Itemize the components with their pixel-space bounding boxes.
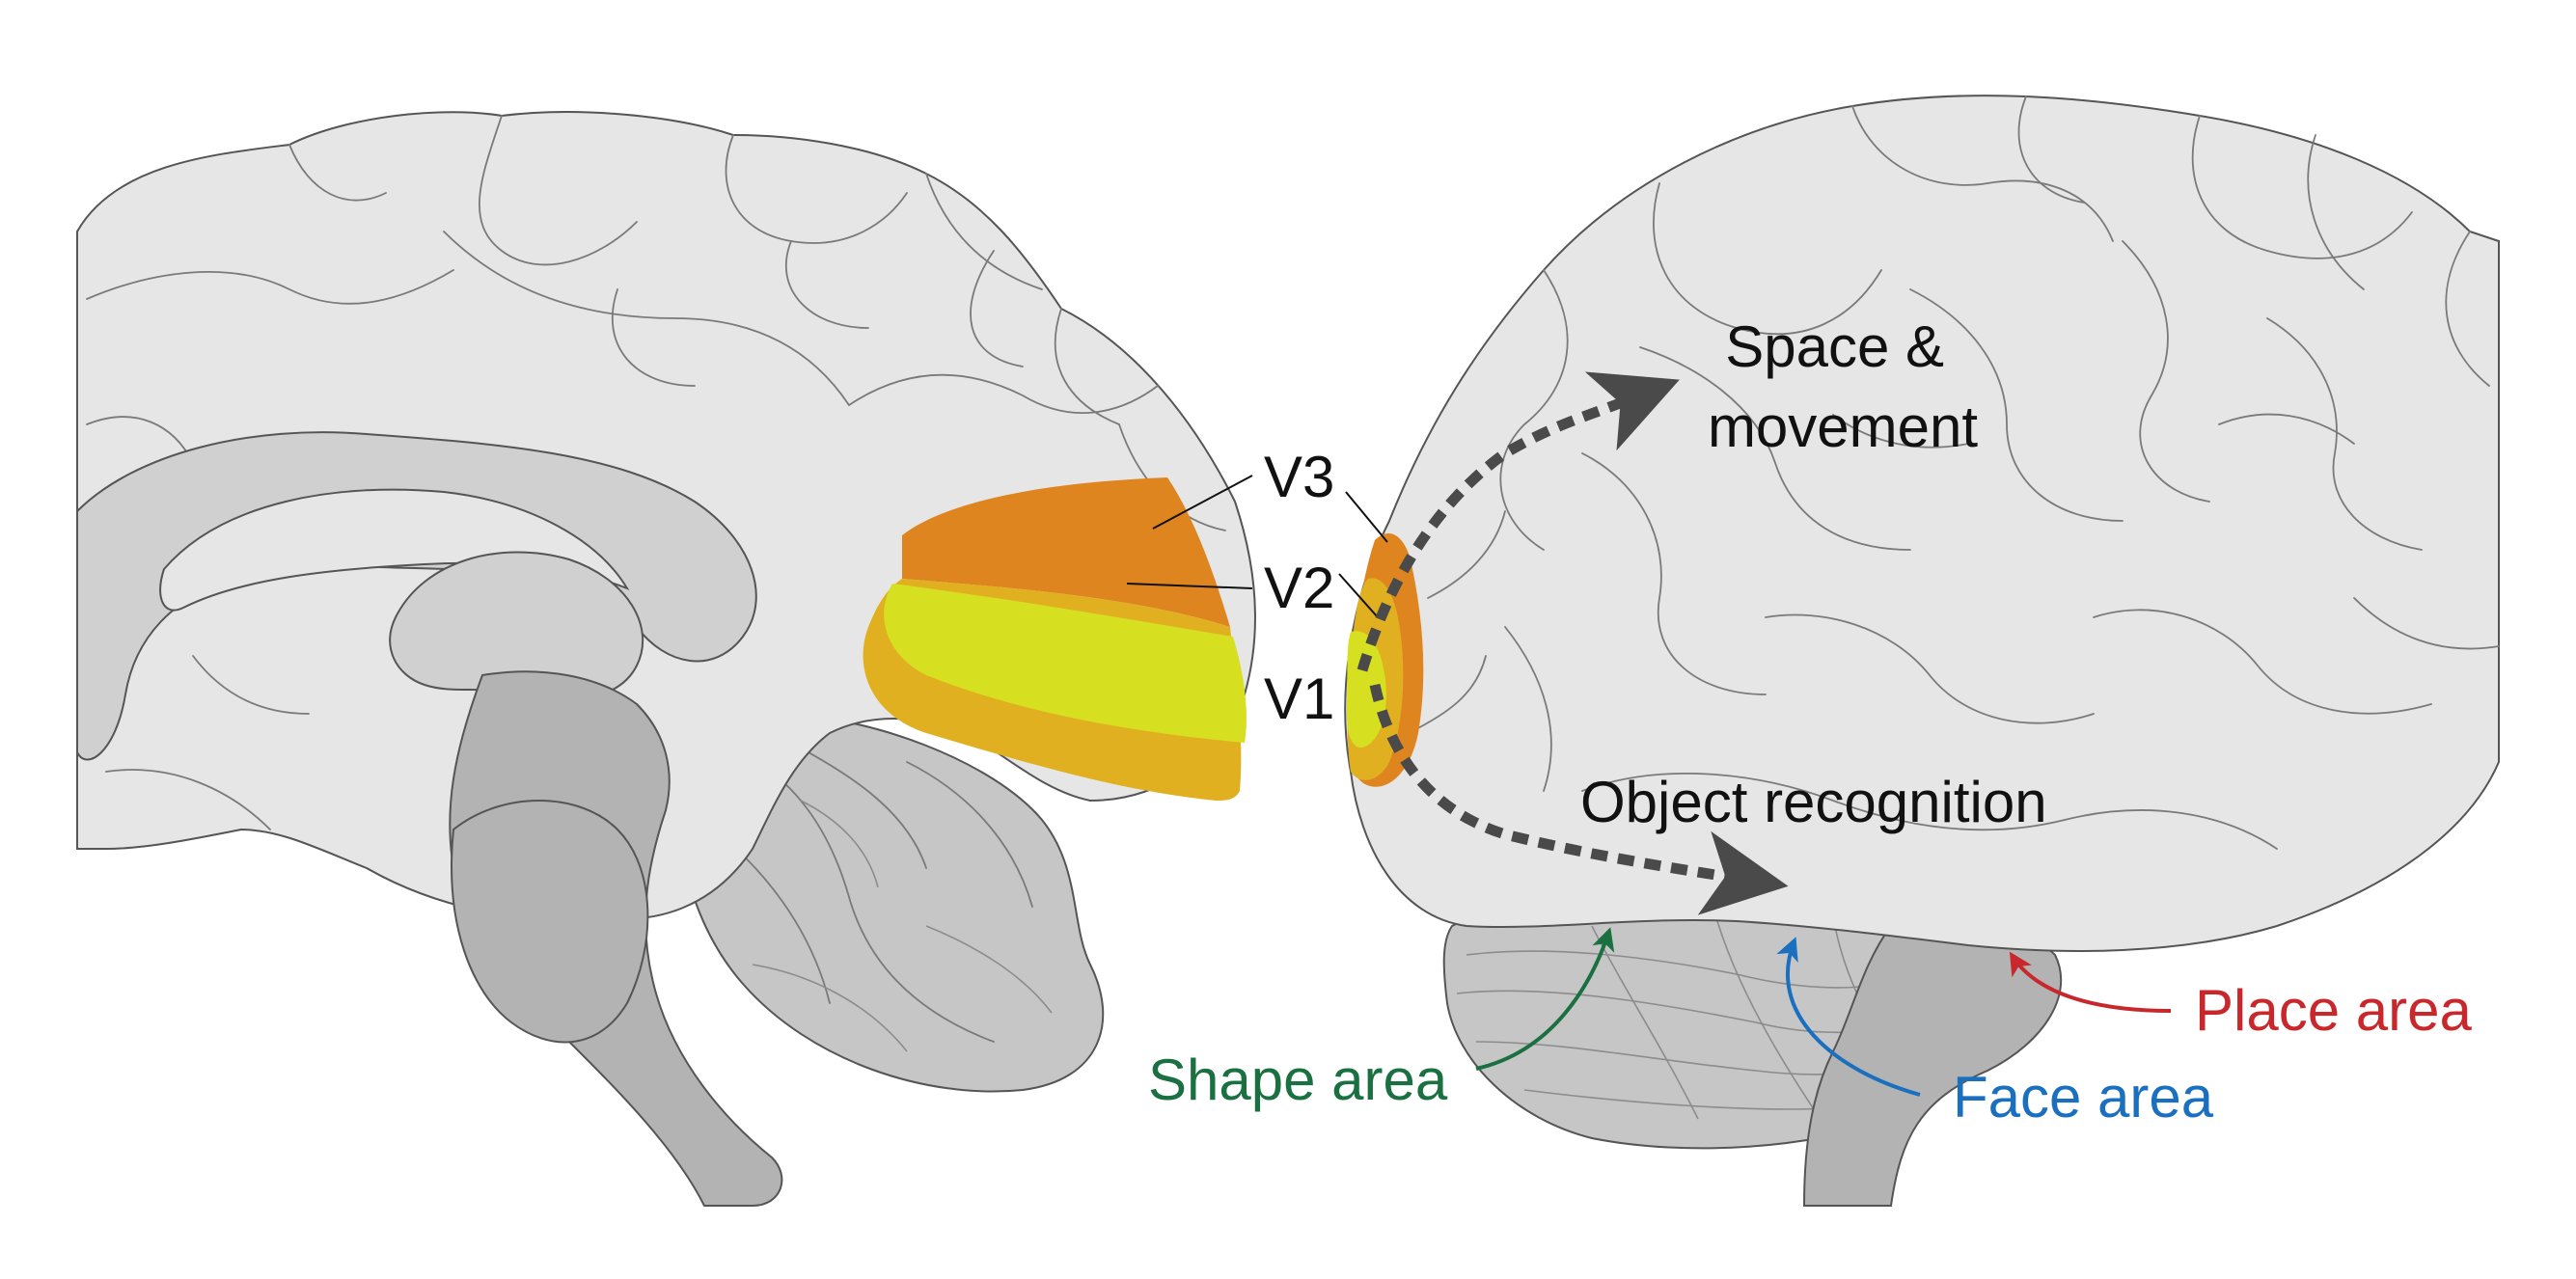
shape-area-arrow — [1475, 927, 1615, 1071]
face-area-label: Face area — [1953, 1065, 2214, 1129]
leader-lines — [1126, 475, 1388, 618]
ventral-stream-arrow — [1369, 683, 1789, 915]
medial-brain-view — [76, 111, 1256, 1207]
space-movement-line-2: movement — [1708, 395, 1978, 459]
face-area-arrow — [1776, 937, 1921, 1097]
v3-label: V3 — [1264, 445, 1334, 509]
v1-label: V1 — [1264, 667, 1334, 731]
v3-leader-lateral — [1345, 491, 1388, 543]
v2-leader-lateral — [1338, 573, 1379, 618]
v2-label: V2 — [1264, 556, 1334, 620]
place-area-arrow — [2009, 951, 2172, 1013]
medial-cerebellum-arbor — [713, 732, 1053, 1052]
text-labels: V3 V2 V1 Space & movement Object recogni… — [1148, 314, 2472, 1129]
v2-leader-medial — [1126, 583, 1253, 589]
dorsal-stream-arrow — [1357, 371, 1680, 672]
medial-v1-region — [884, 584, 1247, 743]
v3-leader-medial — [1152, 475, 1253, 530]
space-movement-line-1: Space & — [1725, 314, 1944, 379]
lateral-cerebrum — [1344, 95, 2500, 952]
stream-arrows — [1357, 371, 1789, 915]
medial-v3-region — [902, 477, 1230, 627]
area-arrows — [1475, 927, 2172, 1097]
medial-visual-cortex — [863, 477, 1247, 801]
lateral-gyri — [1408, 95, 2500, 850]
lateral-visual-cortex — [1346, 532, 1424, 787]
place-area-label: Place area — [2195, 978, 2472, 1043]
thalamus — [389, 551, 644, 701]
object-recognition-label: Object recognition — [1580, 770, 2047, 834]
space-movement-label: Space & movement — [1708, 314, 1978, 459]
pons — [451, 800, 649, 1044]
lateral-v1-region — [1346, 631, 1386, 748]
lateral-brain-view — [1344, 95, 2500, 1207]
shape-area-label: Shape area — [1148, 1048, 1448, 1112]
